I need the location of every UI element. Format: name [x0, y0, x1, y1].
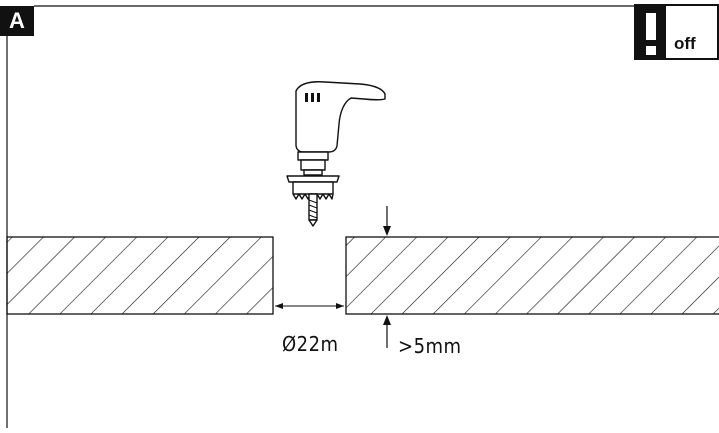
hole-dimension-arrow [275, 303, 344, 309]
panel-right [345, 236, 719, 315]
hole-diameter-label: Ø22m [282, 332, 339, 356]
exclamation-icon [636, 6, 666, 58]
thickness-dimension-arrows [383, 206, 391, 348]
thickness-label: >5mm [398, 334, 462, 358]
drill-icon [286, 81, 386, 227]
power-off-label: off [674, 34, 696, 53]
warning-box: off [634, 4, 719, 60]
panel-left [6, 236, 274, 315]
panel-label: A [0, 6, 34, 36]
